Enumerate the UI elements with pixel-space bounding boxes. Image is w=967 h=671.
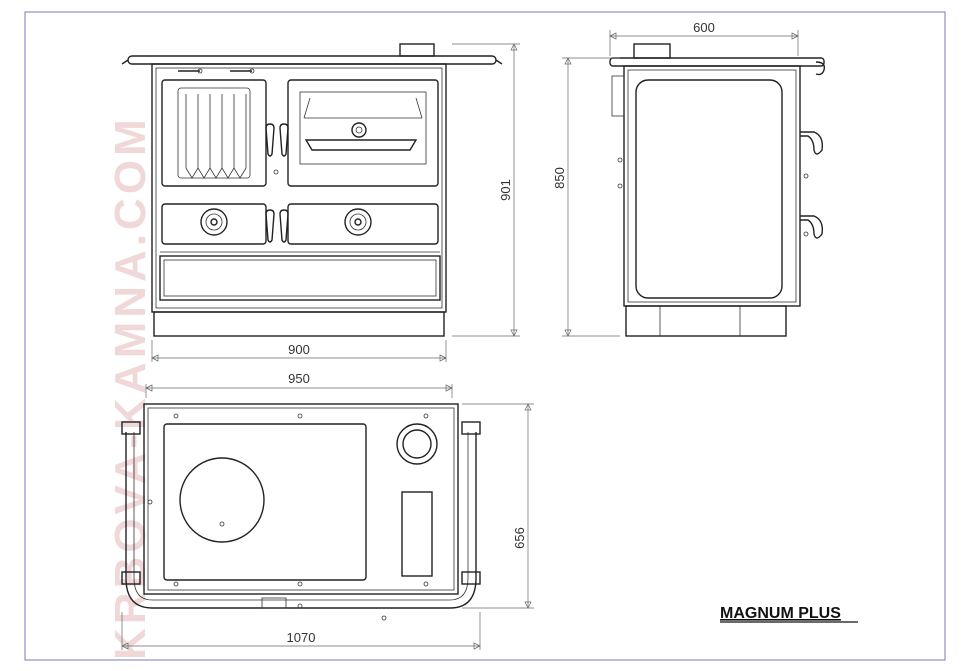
front-view xyxy=(121,43,520,398)
model-title: MAGNUM PLUS xyxy=(720,605,841,622)
drawing-border xyxy=(24,11,946,661)
left-air-regulator xyxy=(200,208,228,236)
right-air-regulator xyxy=(344,208,372,236)
dim-label-901: 901 xyxy=(498,179,513,201)
fire-door-grate xyxy=(185,94,247,179)
dim-label-850: 850 xyxy=(552,167,567,189)
side-view xyxy=(562,30,826,337)
dim-label-656: 656 xyxy=(512,527,527,549)
dim-label-600: 600 xyxy=(693,20,715,35)
dim-label-950: 950 xyxy=(288,371,310,386)
top-view xyxy=(121,403,534,650)
dim-label-1070: 1070 xyxy=(287,630,316,645)
dim-label-900: 900 xyxy=(288,342,310,357)
